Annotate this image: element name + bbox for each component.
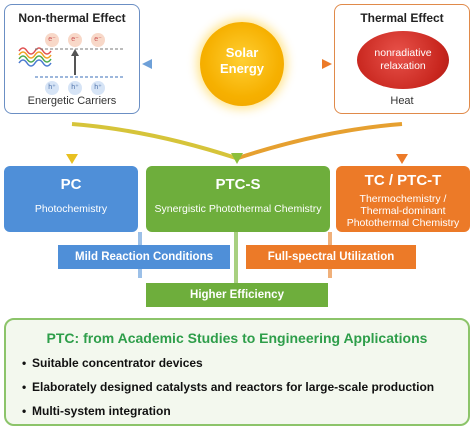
applications-item-text: Multi-system integration	[32, 404, 171, 418]
thermal-caption: Heat	[390, 95, 414, 107]
electron-icon: e⁻	[91, 33, 105, 47]
relaxation-badge: nonradiative relaxation	[357, 31, 449, 89]
tc-subtitle: Thermochemistry / Thermal-dominant Photo…	[336, 193, 470, 229]
thermal-title: Thermal Effect	[360, 11, 444, 25]
ptcs-box: PTC-S Synergistic Photothermal Chemistry	[146, 166, 330, 232]
pc-title: PC	[60, 176, 82, 193]
applications-title: PTC: from Academic Studies to Engineerin…	[46, 330, 428, 346]
tc-subtitle-line1: Thermochemistry /	[359, 193, 447, 205]
full-spectral-utilization-bar: Full-spectral Utilization	[246, 245, 416, 269]
tc-title: TC / PTC-T	[364, 172, 442, 189]
badge-line1: nonradiative	[374, 47, 432, 59]
badge-line2: relaxation	[380, 60, 426, 72]
applications-item-text: Suitable concentrator devices	[32, 356, 203, 370]
hole-icon: h⁺	[91, 81, 105, 95]
bullet-icon: •	[22, 380, 27, 394]
tc-subtitle-line3: Photothermal Chemistry	[346, 217, 460, 229]
solar-energy-sun	[200, 22, 284, 106]
electron-icon: e⁻	[45, 33, 59, 47]
ptcs-title: PTC-S	[215, 176, 261, 193]
applications-item: • Elaborately designed catalysts and reac…	[22, 380, 434, 394]
bullet-icon: •	[22, 404, 27, 418]
nonthermal-caption: Energetic Carriers	[27, 95, 117, 107]
solar-label-line1: Solar	[225, 45, 259, 60]
tc-box: TC / PTC-T Thermochemistry / Thermal-dom…	[336, 166, 470, 232]
pc-subtitle: Photochemistry	[34, 203, 108, 215]
pc-box: PC Photochemistry	[4, 166, 138, 232]
applications-item: • Multi-system integration	[22, 404, 171, 418]
higher-efficiency-bar: Higher Efficiency	[146, 283, 328, 307]
carrier-excitation-illustration	[18, 47, 123, 78]
hole-icon: h⁺	[45, 81, 59, 95]
thermal-effect-panel: Thermal Effect nonradiative relaxation H…	[334, 4, 470, 114]
solar-energy-label: Solar Energy	[200, 45, 284, 77]
electron-icon: e⁻	[68, 33, 82, 47]
applications-item: • Suitable concentrator devices	[22, 356, 203, 370]
mild-reaction-conditions-bar: Mild Reaction Conditions	[58, 245, 230, 269]
bullet-icon: •	[22, 356, 27, 370]
applications-box: PTC: from Academic Studies to Engineerin…	[4, 318, 470, 426]
ptcs-subtitle: Synergistic Photothermal Chemistry	[154, 203, 322, 215]
nonthermal-effect-panel: Non-thermal Effect e⁻ e⁻ e⁻ h⁺ h⁺ h⁺ Ene…	[4, 4, 140, 114]
hole-icon: h⁺	[68, 81, 82, 95]
tc-subtitle-line2: Thermal-dominant	[360, 205, 446, 217]
nonthermal-title: Non-thermal Effect	[18, 11, 126, 25]
solar-label-line2: Energy	[219, 61, 265, 76]
applications-item-text: Elaborately designed catalysts and react…	[32, 380, 435, 394]
